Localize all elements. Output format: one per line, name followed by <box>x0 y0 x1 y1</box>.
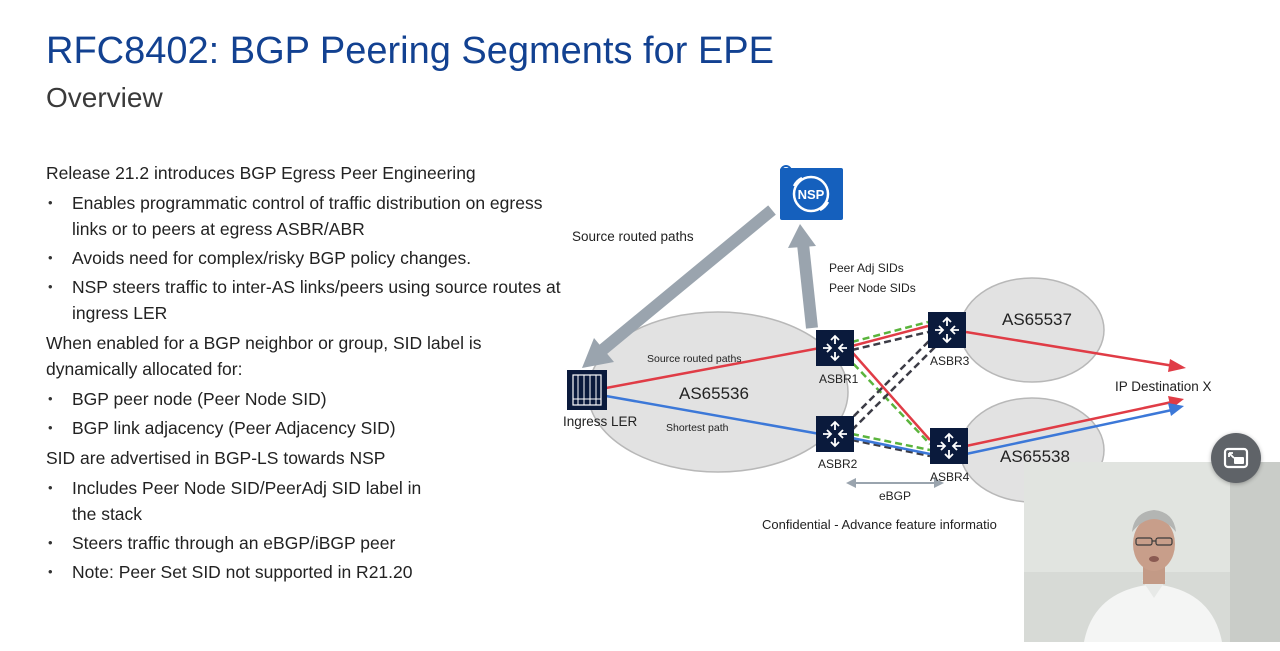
picture-in-picture-icon <box>1223 447 1249 469</box>
asbr1-to-nsp-arrow <box>788 224 818 329</box>
ingress-ler-router <box>567 370 607 410</box>
bullet-item: Includes Peer Node SID/PeerAdj SID label… <box>46 475 566 527</box>
bullet-item: Note: Peer Set SID not supported in R21.… <box>46 559 566 585</box>
asbr4-router <box>930 428 968 464</box>
blue-path-asbr4-destination <box>965 403 1184 456</box>
intro-bullets: Enables programmatic control of traffic … <box>46 190 566 326</box>
adv-bullets: Includes Peer Node SID/PeerAdj SID label… <box>46 475 566 585</box>
peer-adj-sids-label: Peer Adj SIDs <box>829 261 904 275</box>
sid-intro-text: When enabled for a BGP neighbor or group… <box>46 333 482 379</box>
shortest-path-label: Shortest path <box>666 422 729 434</box>
bullet-item: Avoids need for complex/risky BGP policy… <box>46 245 566 271</box>
source-routed-paths-small-label: Source routed paths <box>647 353 742 365</box>
ebgp-double-arrow <box>846 478 944 488</box>
bullet-item: BGP link adjacency (Peer Adjacency SID) <box>46 415 566 441</box>
slide-title: RFC8402: BGP Peering Segments for EPE <box>46 30 774 72</box>
blue-path-asbr2-asbr4 <box>851 436 931 456</box>
nsp-to-ler-arrow <box>582 205 776 368</box>
nsp-icon: NSP <box>780 165 843 220</box>
peer-node-sids-label: Peer Node SIDs <box>829 281 916 295</box>
asbr3-label: ASBR3 <box>930 354 970 368</box>
dark-path-asbr2-asbr3-a <box>845 337 933 425</box>
green-path-asbr1-asbr3 <box>851 320 929 344</box>
dark-path-asbr2-asbr3-b <box>851 343 939 431</box>
asbr4-label: ASBR4 <box>930 470 970 484</box>
green-path-asbr2-asbr4 <box>851 432 931 452</box>
bullet-item: BGP peer node (Peer Node SID) <box>46 386 566 412</box>
as65537-label: AS65537 <box>1002 310 1072 329</box>
bullet-item: NSP steers traffic to inter-AS links/pee… <box>46 274 566 326</box>
bullet-item: Enables programmatic control of traffic … <box>46 190 566 242</box>
asbr2-router <box>816 416 854 452</box>
green-path-asbr1-asbr4 <box>845 355 931 445</box>
dark-path-asbr2-asbr4 <box>851 438 931 458</box>
dark-path-asbr1-asbr3 <box>851 330 929 352</box>
ingress-ler-label: Ingress LER <box>563 414 638 429</box>
asbr2-label: ASBR2 <box>818 457 858 471</box>
red-path-asbr1-asbr4 <box>851 351 931 441</box>
as65538-label: AS65538 <box>1000 447 1070 466</box>
nsp-icon-label: NSP <box>798 187 825 202</box>
presenter-video <box>1024 462 1280 642</box>
source-routed-paths-label: Source routed paths <box>572 229 694 244</box>
slide-subtitle: Overview <box>46 82 163 113</box>
intro-text: Release 21.2 introduces BGP Egress Peer … <box>46 163 476 183</box>
adv-intro-text: SID are advertised in BGP-LS towards NSP <box>46 448 386 468</box>
ip-destination-label: IP Destination X <box>1115 379 1212 394</box>
confidential-label: Confidential - Advance feature informati… <box>762 517 997 532</box>
blue-path-ler-asbr2 <box>605 394 821 436</box>
slide-body: Release 21.2 introduces BGP Egress Peer … <box>46 160 566 589</box>
video-call-thumbnail[interactable] <box>1024 462 1280 642</box>
bullet-item: Steers traffic through an eBGP/iBGP peer <box>46 530 566 556</box>
picture-in-picture-button[interactable] <box>1211 433 1261 483</box>
red-path-ler-asbr1 <box>605 346 821 390</box>
asbr1-router <box>816 330 854 366</box>
red-path-asbr1-asbr3 <box>851 324 929 348</box>
asbr1-label: ASBR1 <box>819 372 859 386</box>
sid-bullets: BGP peer node (Peer Node SID) BGP link a… <box>46 386 566 441</box>
as65536-label: AS65536 <box>679 384 749 403</box>
ebgp-label: eBGP <box>879 489 911 503</box>
red-path-asbr3-destination <box>965 330 1186 372</box>
as65537-cloud <box>959 277 1105 383</box>
asbr3-router <box>928 312 966 348</box>
